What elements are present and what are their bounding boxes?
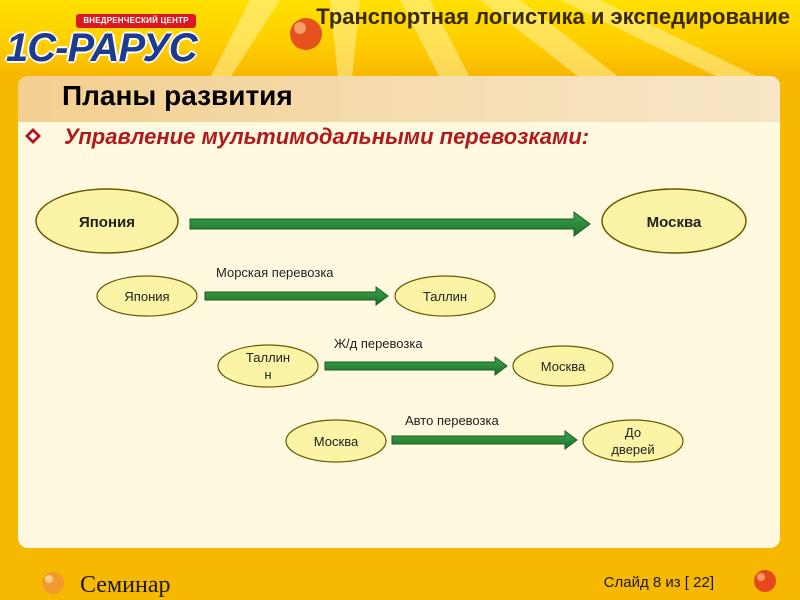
node-tallinn-rail: Таллин н — [217, 344, 319, 388]
diamond-bullet-icon — [25, 128, 41, 144]
main-route-arrow — [189, 211, 591, 237]
node-door: До дверей — [582, 419, 684, 463]
edge-sea-label: Морская перевозка — [216, 265, 334, 280]
node-moscow-rail: Москва — [512, 345, 614, 387]
node-japan-label: Япония — [124, 289, 169, 304]
node-moscow-main-label: Москва — [647, 214, 702, 231]
slide-counter: Слайд 8 из [ 22] — [603, 574, 714, 591]
node-tallinn-rail-label-1: Таллин — [246, 350, 290, 365]
edge-auto-label: Авто перевозка — [405, 413, 499, 428]
logo-wordmark: 1С-РАРУС — [6, 26, 198, 70]
node-door-label-2: дверей — [611, 442, 654, 457]
auto-route-arrow — [391, 430, 578, 450]
footer-seminar: Семинар — [80, 572, 171, 598]
page-title: Планы развития — [62, 80, 293, 111]
node-moscow-rail-label: Москва — [541, 359, 586, 374]
node-moscow-auto: Москва — [285, 419, 387, 463]
edge-rail-label: Ж/д перевозка — [334, 336, 423, 351]
node-tallinn-sea: Таллин — [394, 275, 496, 317]
node-japan: Япония — [96, 275, 198, 317]
node-tallinn-sea-label: Таллин — [423, 289, 467, 304]
node-japan-main: Япония — [35, 188, 179, 254]
node-moscow-main: Москва — [601, 188, 747, 254]
node-moscow-auto-label: Москва — [314, 434, 359, 449]
header-band: ВНЕДРЕНЧЕСКИЙ ЦЕНТР 1С-РАРУС Транспортна… — [0, 0, 800, 78]
rail-route-arrow — [324, 356, 508, 376]
company-logo: ВНЕДРЕНЧЕСКИЙ ЦЕНТР 1С-РАРУС — [6, 8, 238, 72]
footer-ball-icon — [42, 572, 64, 594]
title-strip — [18, 76, 780, 122]
node-door-label-1: До — [625, 425, 641, 440]
logo-tagline: ВНЕДРЕНЧЕСКИЙ ЦЕНТР — [76, 14, 196, 28]
node-tallinn-rail-label-2: н — [264, 367, 271, 382]
presentation-title: Транспортная логистика и экспедирование — [316, 4, 790, 29]
subtitle: Управление мультимодальными перевозками: — [64, 124, 590, 149]
sea-route-arrow — [204, 286, 389, 306]
footer-ball-right-icon — [754, 570, 776, 592]
node-japan-main-label: Япония — [79, 214, 135, 231]
sunburst-decoration — [210, 0, 760, 78]
